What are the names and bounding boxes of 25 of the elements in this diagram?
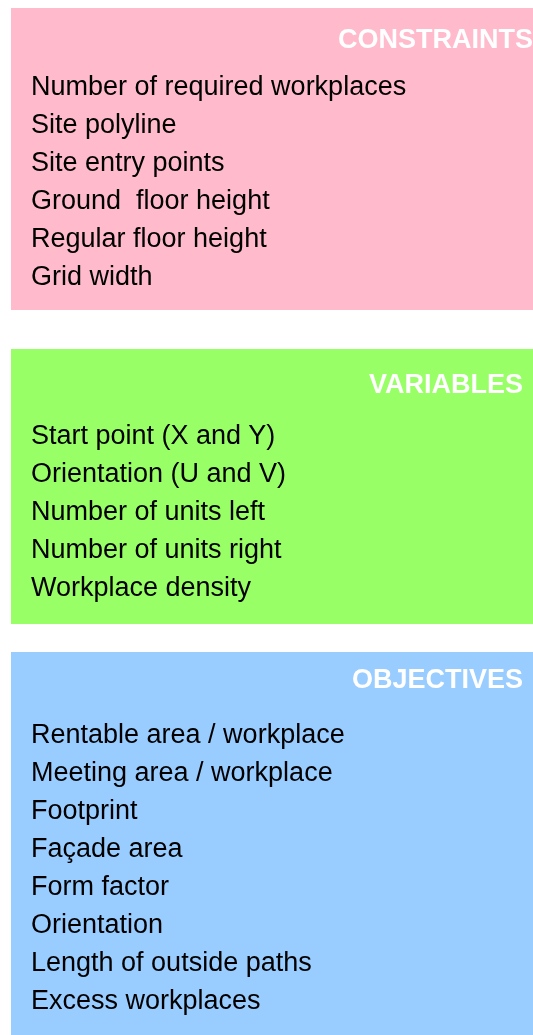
list-item: Regular floor height (31, 222, 267, 255)
list-item: Ground floor height (31, 184, 270, 217)
panel-heading: OBJECTIVES (351, 663, 523, 695)
list-item: Orientation (U and V) (31, 457, 287, 490)
category-panel (11, 8, 533, 310)
list-item: Start point (X and Y) (31, 419, 276, 452)
list-item: Rentable area / workplace (31, 718, 345, 751)
list-item: Façade area (31, 832, 183, 865)
list-item: Number of required workplaces (31, 70, 407, 103)
list-item: Orientation (31, 908, 164, 941)
list-item: Number of units right (31, 533, 282, 566)
list-item: Site entry points (31, 146, 225, 179)
panel-heading: CONSTRAINTS (338, 23, 533, 55)
category-panel (11, 349, 533, 624)
list-item: Workplace density (31, 571, 252, 604)
panel-heading: VARIABLES (369, 368, 523, 400)
category-panel (11, 652, 533, 1035)
list-item: Form factor (31, 870, 170, 903)
list-item: Grid width (31, 260, 153, 293)
list-item: Site polyline (31, 108, 177, 141)
list-item: Excess workplaces (31, 984, 261, 1017)
list-item: Footprint (31, 794, 138, 827)
list-item: Length of outside paths (31, 946, 312, 979)
list-item: Number of units left (31, 495, 266, 528)
list-item: Meeting area / workplace (31, 756, 333, 789)
